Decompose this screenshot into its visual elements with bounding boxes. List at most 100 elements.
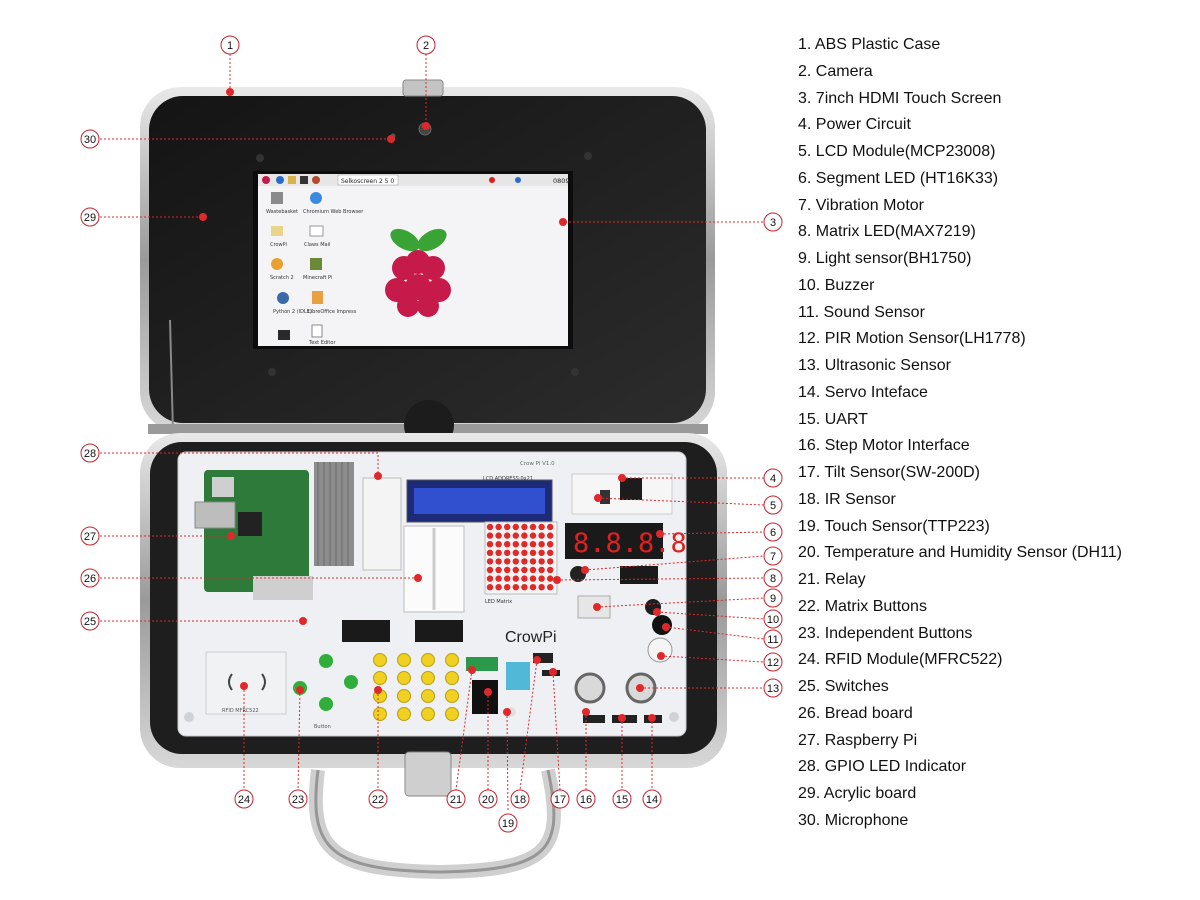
python-icon[interactable] [277, 292, 289, 304]
matrix-led-dot [495, 541, 502, 548]
chromium-icon[interactable] [310, 192, 322, 204]
taskbar-window-label: Selkoscreen 2 5 0 [341, 178, 394, 185]
matrix-led [484, 521, 558, 595]
callout-marker-4: 4 [763, 468, 783, 488]
matrix-led-dot [495, 584, 502, 591]
svg-text:2: 2 [423, 40, 429, 52]
matrix-led-dot [538, 558, 545, 565]
terminal-icon[interactable] [300, 176, 308, 184]
browser-icon[interactable] [276, 176, 284, 184]
matrix-led-dot [504, 558, 511, 565]
legend-item: 7. Vibration Motor [798, 196, 924, 214]
matrix-button[interactable] [421, 689, 435, 703]
svg-text:17: 17 [554, 794, 566, 806]
callout-marker-1: 1 [220, 35, 240, 55]
svg-text:7: 7 [770, 551, 776, 563]
matrix-button[interactable] [397, 689, 411, 703]
matrix-button[interactable] [397, 653, 411, 667]
svg-text:30: 30 [84, 134, 96, 146]
gpio-led-indicator [362, 477, 402, 571]
legend-item: 6. Segment LED (HT16K33) [798, 169, 999, 187]
matrix-button[interactable] [421, 707, 435, 721]
svg-text:6: 6 [770, 527, 776, 539]
matrix-led-dot [529, 558, 537, 565]
callout-marker-29: 29 [80, 207, 100, 227]
independent-button[interactable] [319, 697, 333, 711]
callout-marker-7: 7 [763, 546, 783, 566]
svg-text:15: 15 [616, 794, 628, 806]
matrix-led-dot [547, 575, 554, 582]
matrix-button[interactable] [373, 707, 387, 721]
legend-item: 10. Buzzer [798, 276, 875, 294]
matrix-button[interactable] [445, 707, 459, 721]
svg-text:20: 20 [482, 794, 494, 806]
matrix-led-dot [521, 558, 528, 565]
claws-mail-icon[interactable] [309, 225, 324, 237]
callout-marker-9: 9 [763, 588, 783, 608]
desktop-icon-label: Claws Mail [304, 242, 330, 248]
svg-text:4: 4 [770, 473, 776, 485]
matrix-button[interactable] [445, 689, 459, 703]
usb-ports [253, 576, 313, 600]
matrix-led-dots [486, 523, 554, 591]
terminal-desktop-icon[interactable] [278, 330, 290, 340]
taskbar-window-button[interactable] [337, 174, 399, 186]
desktop-icon-label: Python 2 (IDLE) [273, 309, 312, 315]
scratch-icon[interactable] [271, 258, 283, 270]
desktop-icon-label: CrowPi [270, 242, 287, 248]
matrix-button[interactable] [397, 707, 411, 721]
leader-11 [665, 626, 765, 640]
legend-item: 20. Temperature and Humidity Sensor (DH1… [798, 544, 1122, 562]
independent-button[interactable] [319, 654, 333, 668]
matrix-button[interactable] [421, 653, 435, 667]
legend-item: 16. Step Motor Interface [798, 437, 970, 455]
svg-text:16: 16 [580, 794, 592, 806]
matrix-led-dot [547, 532, 554, 539]
matrix-led-dot [521, 532, 528, 539]
matrix-led-dot [521, 575, 528, 582]
matrix-led-dot [538, 584, 545, 591]
matrix-led-dot [529, 575, 537, 582]
leader-8 [556, 577, 765, 581]
wastebasket-icon[interactable] [271, 192, 283, 204]
lid-latch[interactable] [402, 79, 444, 97]
ir-sensor [533, 653, 553, 663]
matrix-button[interactable] [373, 671, 387, 685]
app-icon[interactable] [312, 176, 320, 184]
callout-marker-8: 8 [763, 568, 783, 588]
matrix-button[interactable] [445, 653, 459, 667]
screw [584, 152, 592, 160]
independent-button[interactable] [344, 675, 358, 689]
matrix-button[interactable] [445, 671, 459, 685]
switches-right[interactable] [415, 620, 463, 642]
screw [256, 154, 264, 162]
svg-text:10: 10 [767, 614, 779, 626]
button-label: Button [314, 724, 331, 730]
legend-item: 28. GPIO LED Indicator [798, 758, 967, 776]
matrix-button[interactable] [397, 671, 411, 685]
lid: Selkoscreen 2 5 0 0809 Wastebasket Chrom… [140, 79, 715, 471]
libreoffice-icon[interactable] [312, 291, 323, 304]
matrix-button[interactable] [373, 653, 387, 667]
matrix-led-dot [529, 541, 537, 548]
switches-left[interactable] [342, 620, 390, 642]
callout-marker-14: 14 [642, 789, 662, 809]
matrix-button[interactable] [421, 671, 435, 685]
minecraft-icon[interactable] [310, 258, 322, 270]
folder-icon[interactable] [288, 176, 296, 184]
screw [268, 368, 276, 376]
text-editor-icon[interactable] [311, 324, 323, 338]
matrix-caption: LED Matrix [485, 599, 512, 605]
power-switch[interactable] [600, 490, 610, 504]
matrix-led-dot [504, 584, 511, 591]
matrix-led-dot [512, 558, 519, 565]
front-latch[interactable] [404, 751, 452, 797]
matrix-led-dot [521, 566, 528, 574]
matrix-led-dot [538, 523, 545, 531]
raspberry-menu-icon[interactable] [262, 176, 270, 184]
callout-marker-18: 18 [510, 789, 530, 809]
matrix-led-dot [512, 523, 519, 531]
svg-text:11: 11 [767, 634, 778, 646]
crowpi-folder-icon[interactable] [271, 226, 283, 236]
matrix-led-dot [547, 566, 554, 574]
